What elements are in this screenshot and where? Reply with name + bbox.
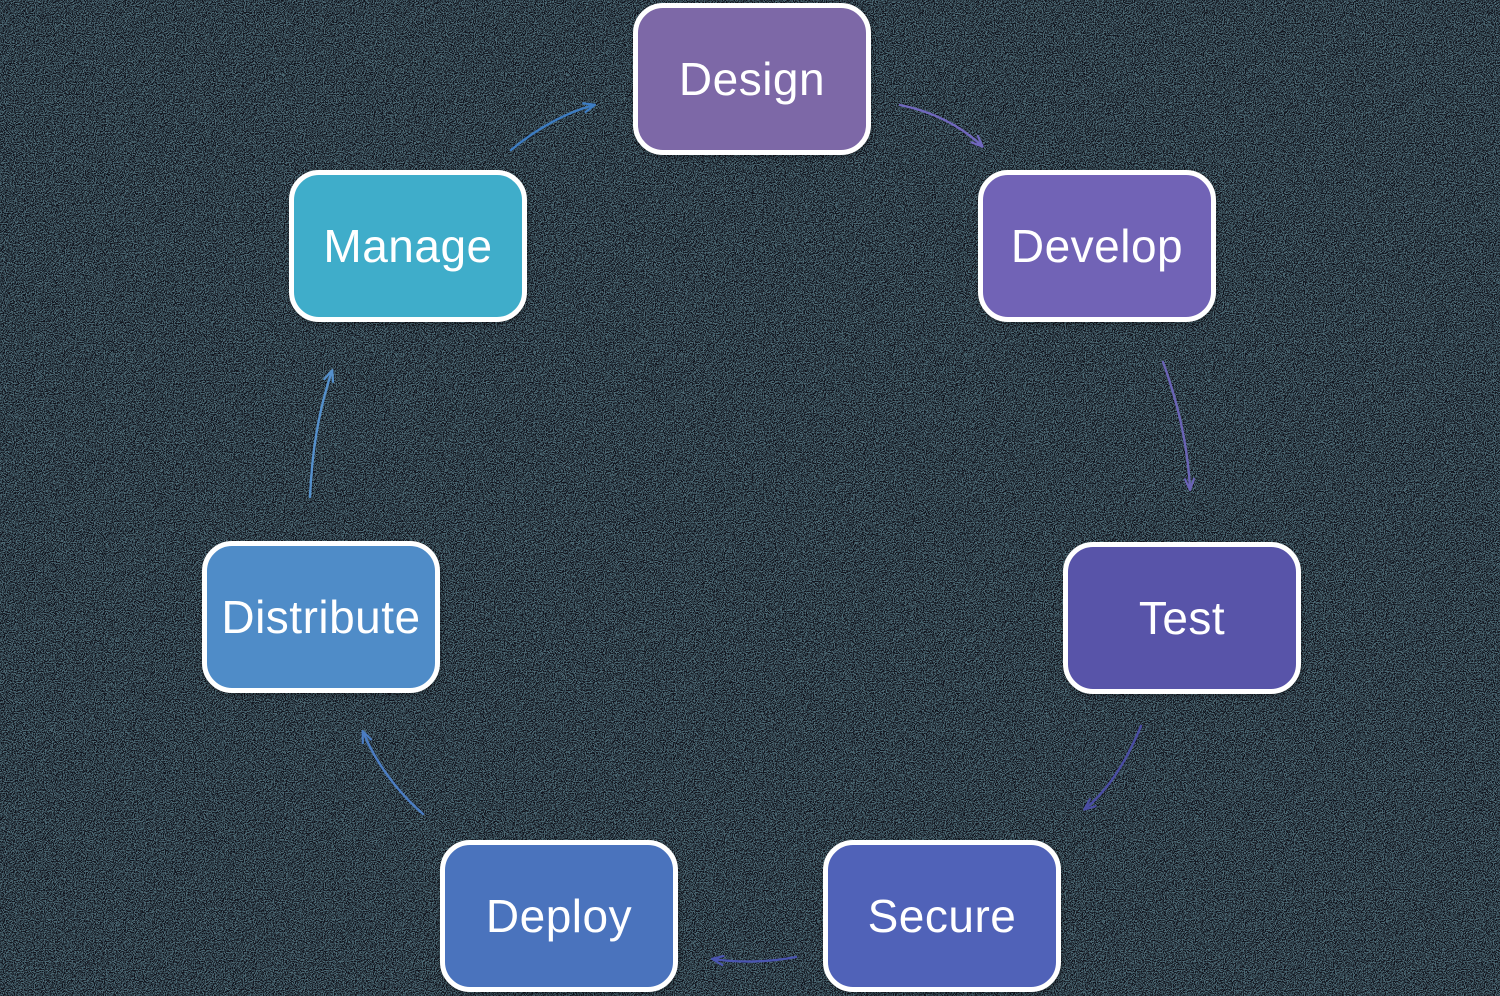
node-test: Test <box>1063 542 1301 694</box>
node-develop: Develop <box>978 170 1216 322</box>
arrow-test-secure <box>1083 724 1143 811</box>
node-design: Design <box>633 3 871 155</box>
arrow-manage-design <box>509 102 597 152</box>
arrow-secure-deploy <box>710 954 798 967</box>
node-manage-label: Manage <box>323 220 493 272</box>
node-secure-label: Secure <box>867 890 1017 942</box>
node-secure: Secure <box>823 840 1061 992</box>
node-design-label: Design <box>678 53 826 105</box>
node-distribute-label: Distribute <box>221 591 421 643</box>
node-distribute: Distribute <box>202 541 440 693</box>
node-develop-label: Develop <box>1010 220 1184 272</box>
node-deploy-label: Deploy <box>485 890 633 942</box>
node-test-label: Test <box>1138 592 1226 644</box>
arrow-design-develop <box>898 103 984 148</box>
node-manage: Manage <box>289 170 527 322</box>
arrow-deploy-distribute <box>361 729 425 816</box>
arrow-distribute-manage <box>308 368 335 499</box>
node-deploy: Deploy <box>440 840 678 992</box>
arrow-develop-test <box>1161 360 1196 492</box>
